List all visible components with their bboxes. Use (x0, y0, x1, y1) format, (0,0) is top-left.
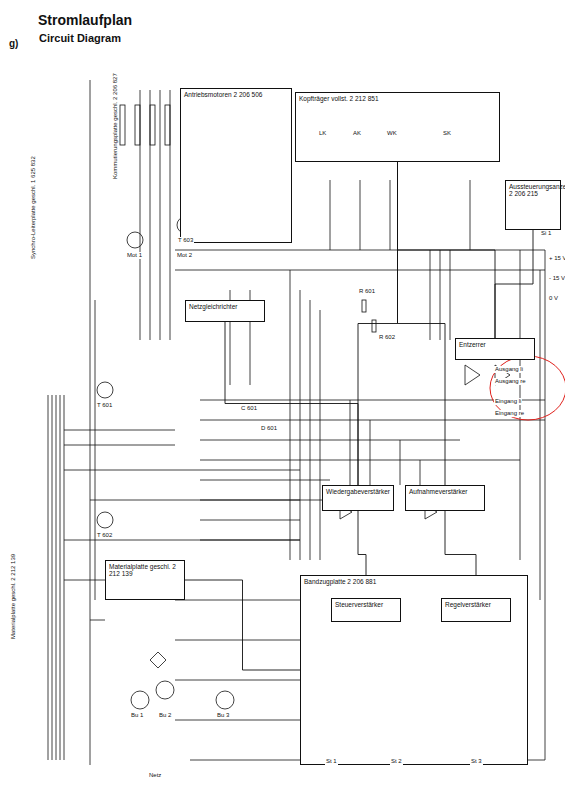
module-box: Kopfträger vollst. 2 212 851 (295, 92, 500, 162)
module-box: Regelverstärker (441, 598, 511, 622)
part-label: R 601 (358, 288, 376, 295)
node-text: Regelverstärker (442, 599, 510, 610)
part-label: Bu 2 (158, 712, 172, 719)
signal-wire (495, 230, 533, 338)
node-text: Aussteuerungsanzeige 2 206 215 (506, 181, 560, 200)
part-label: St 2 (390, 758, 403, 765)
node-text: Entzerrer (456, 339, 534, 350)
part-label: Kommutierungsplatte geschl. 2 206 827 (112, 72, 119, 180)
module-box: Aussteuerungsanzeige 2 206 215 (505, 180, 561, 230)
part-label: St 1 (325, 758, 338, 765)
part-label: D 601 (260, 425, 278, 432)
part-label: + 15 V (548, 255, 565, 262)
part-label: T 601 (96, 402, 113, 409)
part-label: g) (8, 38, 19, 49)
node-text: Steuerverstärker (332, 599, 400, 610)
wire-set (48, 80, 545, 765)
board-box: Bandzugplatte 2 206 881Steuerverstärker R… (300, 575, 528, 765)
part-label: T 602 (96, 532, 113, 539)
signal-wire (185, 580, 300, 670)
red-annotation-circle (490, 356, 565, 420)
node-text: Aufnahmeverstärker (406, 486, 484, 497)
signal-wire (398, 162, 446, 485)
part-label: Ausgang re (494, 378, 527, 385)
node-text: Kopfträger vollst. 2 212 851 (296, 93, 499, 104)
module-box: Aufnahmeverstärker (405, 485, 485, 511)
part-label: Synchro-Leiterplatte geschl. 1 625 832 (30, 155, 37, 260)
signal-wire (398, 162, 496, 338)
part-label: LK (318, 130, 327, 137)
signal-wire (358, 162, 398, 485)
module-box: Netzgleichrichter (185, 300, 265, 322)
module-box: Wiedergabeverstärker (322, 485, 394, 511)
part-label: Netz (148, 772, 162, 779)
part-label: SK (442, 130, 452, 137)
part-label: Si 1 (540, 230, 552, 237)
signal-wire (225, 322, 358, 485)
part-label: Circuit Diagram (38, 32, 122, 44)
part-label: Eingang li (494, 398, 522, 405)
part-label: AK (352, 130, 362, 137)
node-text: Netzgleichrichter (186, 301, 264, 312)
part-label: - 15 V (548, 275, 565, 282)
part-label: Bu 1 (130, 712, 144, 719)
part-label: R 602 (378, 334, 396, 341)
part-label: 0 V (548, 295, 559, 302)
part-label: Mot 1 (126, 252, 143, 259)
node-text: Bandzugplatte 2 206 881 (301, 576, 527, 587)
part-label: Eingang re (494, 410, 525, 417)
part-label: Ausgang li (494, 366, 524, 373)
part-label: Mot 2 (176, 252, 193, 259)
diagram-title: Stromlaufplan (38, 12, 132, 28)
node-text: Antriebsmotoren 2 206 506 (181, 89, 291, 100)
module-box: Entzerrer (455, 338, 535, 360)
node-text: Wiedergabeverstärker (323, 486, 393, 497)
module-box: Steuerverstärker (331, 598, 401, 622)
part-label: Materialplatte geschl. 2 212 139 (10, 553, 17, 640)
part-label: WK (386, 130, 398, 137)
node-text: Materialplatte geschl. 2 212 139 (106, 561, 184, 580)
module-box: Materialplatte geschl. 2 212 139 (105, 560, 185, 600)
part-label: T 603 (177, 237, 194, 244)
part-label: St 3 (470, 758, 483, 765)
module-box: Antriebsmotoren 2 206 506 (180, 88, 292, 243)
part-label: Bu 3 (216, 712, 230, 719)
part-label: C 601 (240, 405, 258, 412)
